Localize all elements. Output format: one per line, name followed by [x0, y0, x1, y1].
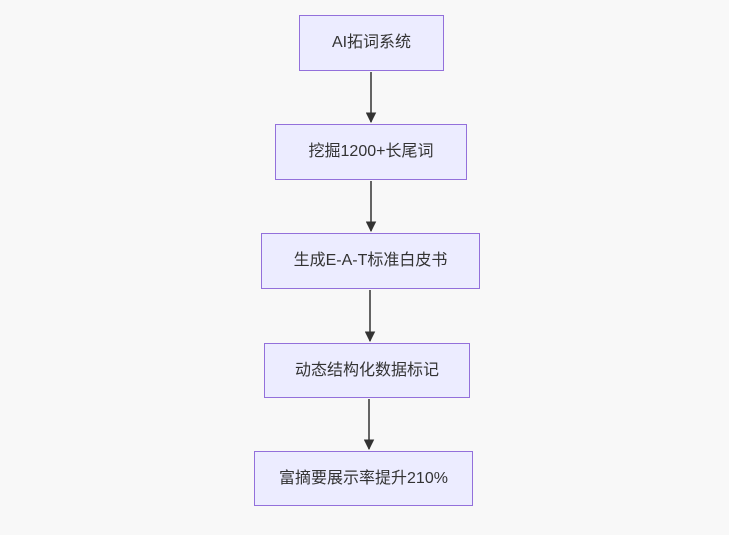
flow-node-label: 生成E-A-T标准白皮书 — [293, 252, 448, 270]
flow-node-ai-word-system: AI拓词系统 — [299, 15, 444, 71]
flow-node-structured-data: 动态结构化数据标记 — [264, 343, 470, 398]
flow-node-label: 挖掘1200+长尾词 — [308, 143, 434, 161]
flow-node-eat-whitepaper: 生成E-A-T标准白皮书 — [261, 233, 480, 289]
flow-node-longtail-mining: 挖掘1200+长尾词 — [275, 124, 467, 180]
flow-node-rich-snippet-result: 富摘要展示率提升210% — [254, 451, 473, 506]
flow-node-label: AI拓词系统 — [331, 34, 412, 52]
flow-node-label: 动态结构化数据标记 — [294, 361, 439, 379]
flow-node-label: 富摘要展示率提升210% — [279, 469, 448, 487]
